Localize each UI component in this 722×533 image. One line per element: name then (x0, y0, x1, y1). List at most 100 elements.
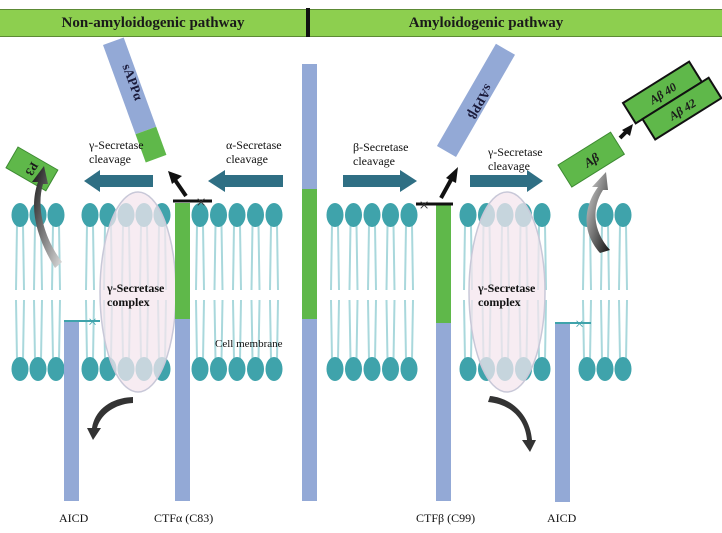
app-full-intracellular (302, 319, 317, 501)
lipid-tail (51, 299, 61, 361)
gamma-cleavage-right-line2: cleavage (488, 159, 530, 173)
ctfb-green-segment (436, 205, 451, 323)
lipid-tail (232, 224, 242, 291)
lipid-head (382, 203, 399, 227)
lipid-tail (250, 224, 261, 291)
alpha-cleavage-line2: cleavage (226, 152, 268, 166)
aicd-right-bar (555, 322, 570, 502)
alpha-cleavage-line1: α-Secretase (226, 138, 282, 152)
lipid-tail (618, 224, 628, 291)
lipid-tail (582, 299, 592, 361)
p3-label: P3 (23, 160, 42, 179)
gamma-cleavage-left-line1: γ-Secretase (89, 138, 144, 152)
lipid-head (47, 203, 65, 227)
gamma-cleavage-right-label: γ-Secretase cleavage (488, 145, 543, 173)
lipid-head (400, 357, 418, 381)
ctfa-green-segment (175, 203, 190, 319)
lipid-tail (330, 299, 340, 361)
amyloidogenic-header: Amyloidogenic pathway (310, 9, 722, 37)
complex-right-line2: complex (478, 295, 521, 309)
lipid-head (345, 357, 362, 381)
lipid-tail (367, 224, 377, 291)
lipid-head (326, 357, 344, 381)
lipid-head (533, 203, 551, 227)
lipid-head (265, 203, 283, 227)
aicd-left-release-curved-arrow (87, 397, 133, 440)
aicd-left-bar (64, 320, 79, 501)
lipid-head (363, 203, 381, 227)
lipid-head (614, 357, 632, 381)
abeta-aggregation-arrow (618, 124, 633, 140)
cell-membrane-label: Cell membrane (215, 338, 283, 350)
lipid-head (459, 203, 477, 227)
sappb-release-arrow (439, 167, 458, 199)
app-full-abeta-domain (302, 189, 317, 319)
complex-right-line1: γ-Secretase (478, 281, 536, 295)
lipid-tail (618, 299, 628, 361)
lipid-tail (213, 224, 224, 291)
lipid-tail (367, 299, 377, 361)
lipid-head (11, 357, 29, 381)
non-amyloidogenic-title: Non-amyloidogenic pathway (61, 14, 245, 31)
sappa-release-arrow (168, 171, 188, 198)
lipid-tail (33, 299, 43, 361)
lipid-head (191, 203, 209, 227)
lipid-head (345, 203, 362, 227)
lipid-tail (385, 299, 396, 361)
alpha-scissor-icon: × (196, 192, 206, 212)
ctfb-label: CTFβ (C99) (416, 511, 476, 525)
beta-cleavage-line2: cleavage (353, 154, 395, 168)
header-divider (306, 8, 310, 37)
lipid-tail (85, 224, 95, 291)
lipid-head (191, 357, 209, 381)
beta-scissor-icon: × (419, 195, 429, 215)
complex-right-label: γ-Secretase complex (478, 281, 535, 309)
ctfb-blue-segment (436, 323, 451, 501)
complex-left-line2: complex (107, 295, 150, 309)
lipid-tail (348, 224, 359, 291)
lipid-tail (250, 299, 261, 361)
lipid-head (210, 357, 227, 381)
lipid-tail (232, 299, 242, 361)
aicd-left-label: AICD (59, 511, 89, 525)
lipid-head (400, 203, 418, 227)
lipid-head (382, 357, 399, 381)
lipid-head (326, 203, 344, 227)
abeta-oligomer-group: Aβ 40 Aβ 42 (621, 60, 722, 141)
lipid-tail (85, 299, 95, 361)
lipid-tail (15, 224, 25, 291)
p3-fragment: P3 (5, 146, 59, 192)
lipid-head (614, 203, 632, 227)
beta-cleavage-arrow (343, 170, 417, 192)
gamma-cleavage-arrow-right (470, 170, 543, 192)
lipid-head (596, 203, 614, 227)
aicd-right-label: AICD (547, 511, 577, 525)
abeta-release-curved-arrow (586, 172, 610, 253)
abeta-fragment: Aβ (557, 131, 626, 188)
aicd-right-scissor-icon: × (575, 316, 584, 333)
lipid-head (533, 357, 551, 381)
lipid-head (11, 203, 29, 227)
lipid-head (81, 203, 99, 227)
amyloidogenic-title: Amyloidogenic pathway (408, 14, 564, 31)
lipid-tail (385, 224, 396, 291)
lipid-head (578, 357, 596, 381)
lipid-tail (404, 299, 414, 361)
gamma-secretase-complex-right (468, 191, 546, 393)
lipid-tail (404, 224, 414, 291)
complex-left-label: γ-Secretase complex (107, 281, 164, 309)
ctfa-blue-segment (175, 319, 190, 501)
lipid-tail (330, 224, 340, 291)
lipid-tail (600, 224, 610, 291)
aicd-right-release-curved-arrow (488, 396, 536, 452)
lipid-tail (195, 224, 205, 291)
lipid-head (363, 357, 381, 381)
lipid-tail (269, 224, 279, 291)
lipid-head (210, 203, 227, 227)
complex-left-line1: γ-Secretase (107, 281, 165, 295)
lipid-head (81, 357, 99, 381)
lipid-head (247, 203, 264, 227)
lipid-head (29, 357, 47, 381)
aicd-left-scissor-icon: × (88, 314, 97, 331)
